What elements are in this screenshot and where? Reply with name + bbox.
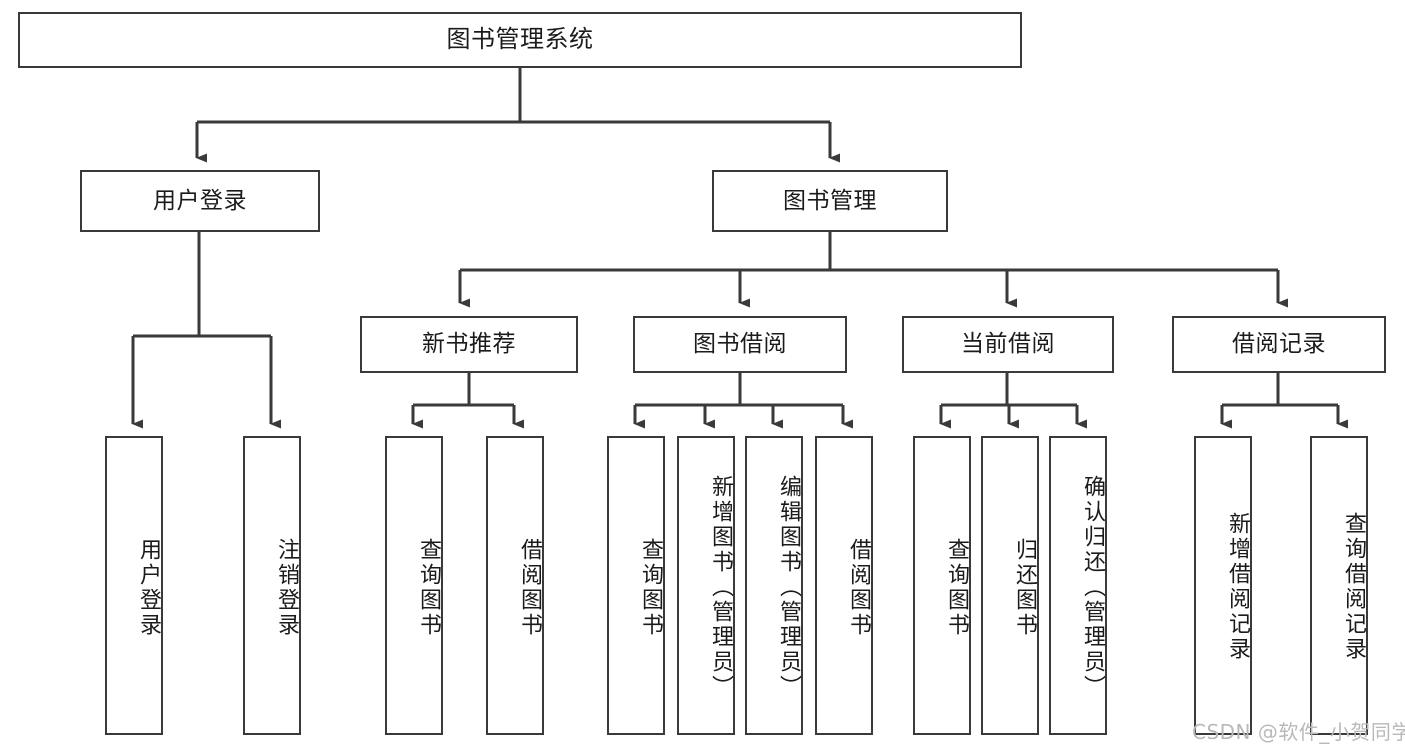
node-root-label: 图书管理系统 — [446, 25, 594, 54]
node-new-book-recommend[interactable]: 新书推荐 — [360, 316, 578, 373]
node-leaf-add-borrow-record[interactable]: 新增借阅记录 — [1194, 436, 1252, 735]
node-leaf-return-book[interactable]: 归还图书 — [981, 436, 1039, 735]
node-leaf-user-login-label: 用户登录 — [136, 537, 161, 638]
node-current-borrow[interactable]: 当前借阅 — [902, 316, 1114, 373]
node-leaf-edit-book-admin[interactable]: 编辑图书（管理员） — [745, 436, 803, 735]
node-leaf-newbook-query-book[interactable]: 查询图书 — [385, 436, 443, 735]
node-leaf-confirm-return-admin-label: 确认归还（管理员） — [1080, 474, 1105, 700]
node-leaf-user-login[interactable]: 用户登录 — [105, 436, 163, 735]
node-leaf-confirm-return-admin[interactable]: 确认归还（管理员） — [1049, 436, 1107, 735]
node-leaf-newbook-query-book-label: 查询图书 — [416, 537, 441, 638]
node-book-borrow-label: 图书借阅 — [693, 331, 787, 358]
node-leaf-query-borrow-record-label: 查询借阅记录 — [1341, 512, 1366, 662]
node-leaf-add-book-admin-label: 新增图书（管理员） — [708, 474, 733, 700]
node-leaf-current-query-book-label: 查询图书 — [944, 537, 969, 638]
node-current-borrow-label: 当前借阅 — [961, 331, 1055, 358]
node-book-manage-label: 图书管理 — [783, 187, 877, 214]
node-borrow-record[interactable]: 借阅记录 — [1172, 316, 1386, 373]
node-root-system[interactable]: 图书管理系统 — [18, 12, 1022, 68]
node-book-manage[interactable]: 图书管理 — [712, 170, 948, 232]
node-user-login[interactable]: 用户登录 — [80, 170, 320, 232]
node-leaf-query-borrow-record[interactable]: 查询借阅记录 — [1310, 436, 1368, 735]
node-leaf-borrow-query-book[interactable]: 查询图书 — [607, 436, 665, 735]
node-book-borrow[interactable]: 图书借阅 — [633, 316, 847, 373]
node-leaf-add-book-admin[interactable]: 新增图书（管理员） — [677, 436, 735, 735]
node-leaf-current-query-book[interactable]: 查询图书 — [913, 436, 971, 735]
node-leaf-logout[interactable]: 注销登录 — [243, 436, 301, 735]
node-borrow-record-label: 借阅记录 — [1232, 331, 1326, 358]
node-leaf-add-borrow-record-label: 新增借阅记录 — [1225, 512, 1250, 662]
node-user-login-label: 用户登录 — [153, 187, 247, 214]
node-leaf-borrow-borrow-book[interactable]: 借阅图书 — [815, 436, 873, 735]
node-leaf-newbook-borrow-book-label: 借阅图书 — [517, 537, 542, 638]
node-leaf-return-book-label: 归还图书 — [1012, 537, 1037, 638]
node-leaf-borrow-query-book-label: 查询图书 — [638, 537, 663, 638]
node-leaf-newbook-borrow-book[interactable]: 借阅图书 — [486, 436, 544, 735]
node-leaf-logout-label: 注销登录 — [274, 537, 299, 638]
node-leaf-borrow-borrow-book-label: 借阅图书 — [846, 537, 871, 638]
node-leaf-edit-book-admin-label: 编辑图书（管理员） — [776, 474, 801, 700]
node-new-book-recommend-label: 新书推荐 — [422, 331, 516, 358]
